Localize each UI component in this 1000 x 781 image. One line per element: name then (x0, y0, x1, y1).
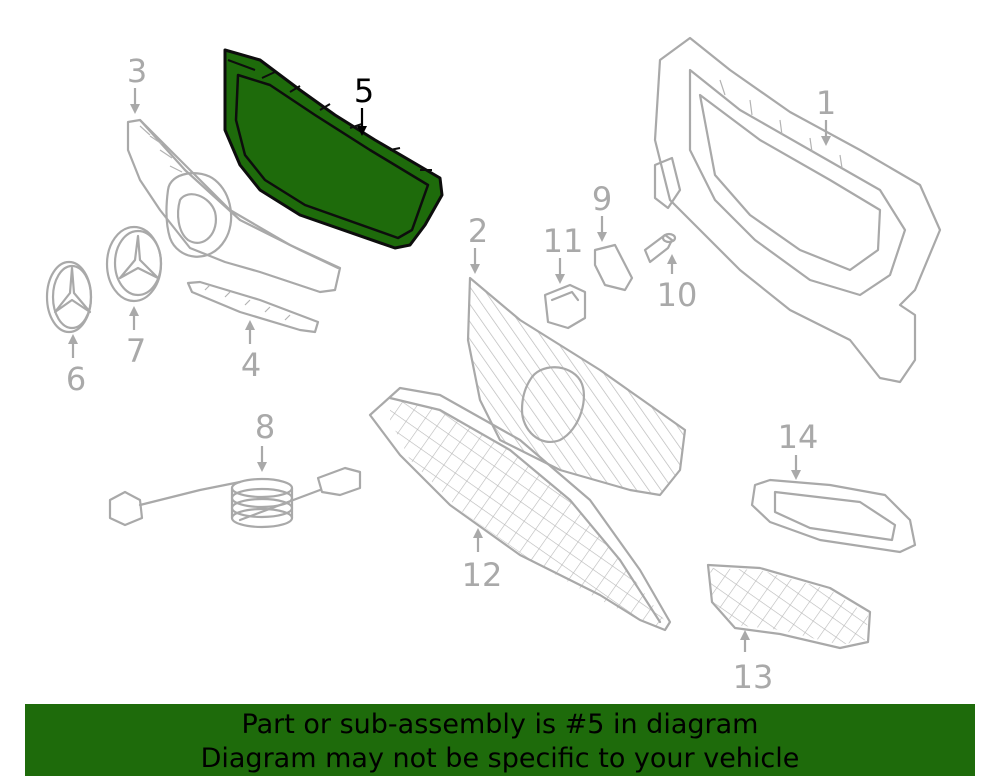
part-11-bracket[interactable] (543, 283, 587, 330)
callout-5: 5 (354, 72, 374, 110)
part-1-carrier-frame[interactable] (653, 36, 942, 384)
part-5-grille-frame[interactable] (223, 48, 444, 250)
callout-1: 1 (816, 84, 836, 122)
callout-4: 4 (241, 346, 261, 384)
part-12-lower-grille[interactable] (368, 386, 672, 632)
banner-line-2: Diagram may not be specific to your vehi… (200, 743, 800, 774)
part-3-grille-surround[interactable] (126, 118, 342, 294)
part-6-star-emblem[interactable] (45, 260, 93, 334)
callout-10: 10 (657, 276, 698, 314)
banner-line-1: Part or sub-assembly is #5 in diagram (241, 709, 759, 740)
part-13-side-mesh[interactable] (706, 563, 872, 650)
callout-7: 7 (126, 332, 146, 370)
callout-arrows (68, 88, 831, 652)
exploded-parts-diagram: 1 2 3 4 5 6 7 8 9 10 11 12 13 14 (45, 36, 942, 696)
part-14-side-trim[interactable] (750, 478, 917, 554)
callout-8: 8 (255, 408, 275, 446)
part-info-banner: Part or sub-assembly is #5 in diagram Di… (25, 704, 975, 776)
part-4-trim-strip[interactable] (186, 280, 320, 334)
callout-12: 12 (462, 556, 503, 594)
part-9-clip[interactable] (593, 243, 634, 292)
callout-9: 9 (592, 180, 612, 218)
callout-2: 2 (468, 212, 488, 250)
callout-13: 13 (733, 658, 774, 696)
callout-14: 14 (778, 418, 819, 456)
callout-11: 11 (543, 222, 584, 260)
callout-6: 6 (66, 360, 86, 398)
part-8-wiring-harness[interactable] (108, 466, 362, 529)
part-10-screw[interactable] (643, 232, 677, 264)
callout-3: 3 (127, 52, 147, 90)
part-7-emblem-base[interactable] (105, 225, 163, 303)
